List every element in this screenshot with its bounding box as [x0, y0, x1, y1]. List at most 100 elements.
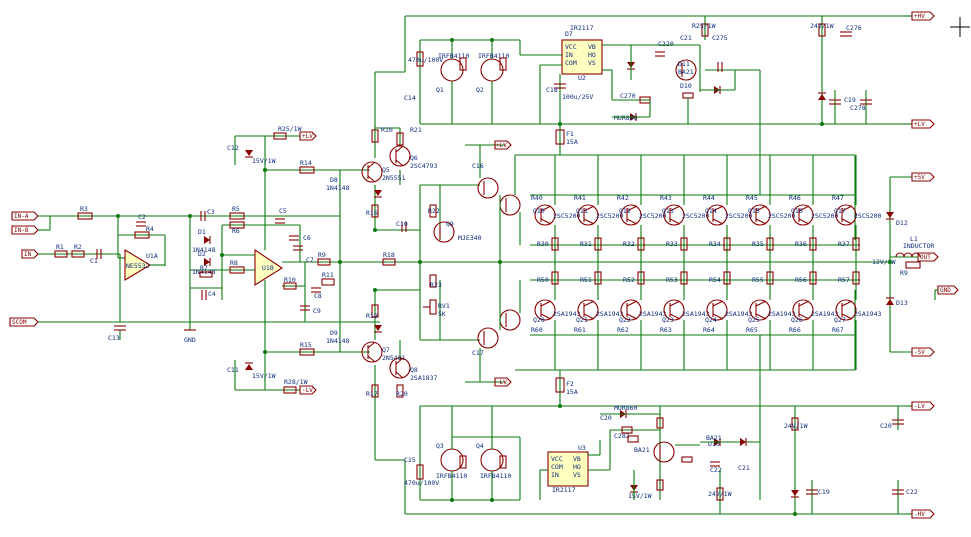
svg-text:Q9: Q9 [446, 220, 454, 228]
svg-text:1N4148: 1N4148 [326, 337, 350, 345]
resistor-r11: R11 [321, 271, 335, 286]
svg-text:R10: R10 [381, 126, 393, 134]
svg-text:VB: VB [588, 43, 596, 51]
svg-text:C276: C276 [846, 24, 862, 32]
svg-text:R43: R43 [660, 194, 672, 202]
upper-bootstrap: C220 C270 MUR860 [612, 40, 674, 122]
resistor-r4: R4 [134, 225, 154, 239]
svg-text:VS: VS [588, 59, 596, 67]
svg-text:VB: VB [573, 455, 581, 463]
svg-text:MUR860: MUR860 [614, 114, 638, 122]
svg-text:+LV: +LV [496, 142, 507, 149]
svg-text:C9: C9 [313, 307, 321, 315]
svg-text:C5: C5 [279, 207, 287, 215]
svg-text:R7: R7 [200, 264, 208, 272]
svg-text:R67: R67 [832, 326, 844, 334]
bottom-hv-rail [374, 405, 905, 515]
svg-text:D7: D7 [565, 30, 573, 38]
diode-d8: D8 1N4148 [326, 176, 382, 198]
svg-text:Q24: Q24 [705, 316, 717, 324]
svg-text:R25/1W: R25/1W [692, 22, 716, 30]
svg-text:2SA1943: 2SA1943 [682, 310, 709, 318]
svg-text:R31: R31 [580, 240, 592, 248]
svg-text:Q7: Q7 [382, 346, 390, 354]
svg-text:U1B: U1B [262, 264, 274, 272]
svg-text:R35: R35 [752, 240, 764, 248]
upper-driver-ic-u2: D7 IR2117 U2 VCC IN COM VB HO VS C18 100… [519, 24, 660, 124]
svg-text:-HV: -HV [914, 511, 925, 518]
resistor-r22: R22 [428, 204, 440, 218]
svg-text:R34: R34 [709, 240, 721, 248]
svg-text:R30: R30 [537, 240, 549, 248]
svg-text:Q20: Q20 [533, 316, 545, 324]
svg-text:SCOM: SCOM [12, 319, 27, 326]
resistor-r3: R3 [77, 205, 93, 220]
svg-text:C6: C6 [303, 234, 311, 242]
svg-text:470u/100V: 470u/100V [408, 56, 443, 64]
transistor-q6: Q6 2SC4793 [389, 145, 437, 170]
svg-text:R16: R16 [366, 209, 378, 217]
diode-d9: D9 1N4148 [326, 325, 382, 345]
svg-text:R3: R3 [80, 205, 88, 213]
svg-text:5K: 5K [438, 310, 446, 318]
svg-text:R8: R8 [230, 259, 238, 267]
capacitor-c13: C13 [108, 325, 126, 342]
svg-text:R36: R36 [795, 240, 807, 248]
svg-text:Q21: Q21 [576, 316, 588, 324]
svg-text:Q5: Q5 [382, 166, 390, 174]
svg-text:IRFB4110: IRFB4110 [438, 52, 469, 60]
svg-text:2SC5200: 2SC5200 [768, 212, 795, 220]
svg-text:Q27: Q27 [834, 316, 846, 324]
svg-text:C18: C18 [546, 86, 558, 94]
top-lv-rail [419, 40, 905, 125]
upper-output-transistors: Q102SC5200R30R40Q112SC5200R31R41Q122SC52… [531, 155, 881, 262]
svg-text:C275: C275 [712, 34, 728, 42]
capacitor-c8: C8 [311, 287, 322, 300]
svg-text:R44: R44 [703, 194, 715, 202]
svg-text:2SC5200: 2SC5200 [639, 212, 666, 220]
svg-text:R46: R46 [789, 194, 801, 202]
capacitor-c7: C7 [293, 245, 314, 264]
svg-text:Q4: Q4 [476, 442, 484, 450]
svg-text:C22: C22 [906, 488, 918, 496]
lower-driver-ic-u3: U3 IR2117 VCC COM IN VB HO VS [539, 429, 660, 500]
svg-text:2SA1943: 2SA1943 [553, 310, 580, 318]
resistor-r5: R5 [229, 205, 245, 220]
transistor-q7: Q7 2N5401 [361, 341, 406, 363]
svg-text:C13: C13 [108, 334, 120, 342]
svg-text:2SA1837: 2SA1837 [410, 374, 437, 382]
svg-text:24V/1W: 24V/1W [708, 490, 732, 498]
resistor-r1: R1 [54, 243, 68, 258]
svg-text:2SA1943: 2SA1943 [639, 310, 666, 318]
transistor-q5: Q5 2N5551 [361, 161, 406, 183]
svg-text:D10: D10 [708, 440, 720, 448]
resistor-r10: R10 [283, 276, 297, 290]
svg-text:R28/1W: R28/1W [284, 378, 308, 386]
svg-text:R57: R57 [838, 276, 850, 284]
svg-text:R61: R61 [574, 326, 586, 334]
svg-text:VCC: VCC [551, 455, 563, 463]
resistor-r21: R21 [396, 126, 422, 146]
capacitor-c6: C6 [289, 234, 311, 242]
opamp-lower-supply: -LV R28/1W 15V/1W C11 [227, 352, 317, 395]
junction-dots [116, 38, 892, 516]
svg-text:U3: U3 [578, 444, 586, 452]
net-flag-bottom-hv: -HV [905, 509, 935, 519]
svg-text:MUR860: MUR860 [614, 404, 638, 412]
svg-text:R53: R53 [666, 276, 678, 284]
svg-text:R40: R40 [531, 194, 543, 202]
svg-text:Q2: Q2 [476, 86, 484, 94]
svg-text:MJE340: MJE340 [458, 234, 482, 242]
svg-text:C17: C17 [472, 349, 484, 357]
svg-text:C14: C14 [404, 94, 416, 102]
svg-text:Q13: Q13 [662, 207, 674, 215]
resistor-r10b: R10 [371, 126, 393, 143]
svg-text:-LV: -LV [302, 387, 313, 394]
svg-text:C282: C282 [614, 432, 630, 440]
opamp-u1b: U1B [254, 248, 284, 286]
svg-text:NE5532: NE5532 [126, 262, 150, 270]
svg-text:Q6: Q6 [410, 154, 418, 162]
